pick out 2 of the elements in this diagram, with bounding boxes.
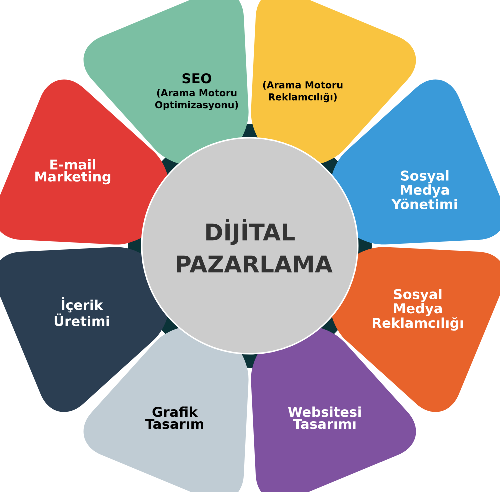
petal: Grafik Tasarım xyxy=(84,326,249,492)
petal: (Arama Motoru Reklamcılığı) xyxy=(251,0,416,166)
